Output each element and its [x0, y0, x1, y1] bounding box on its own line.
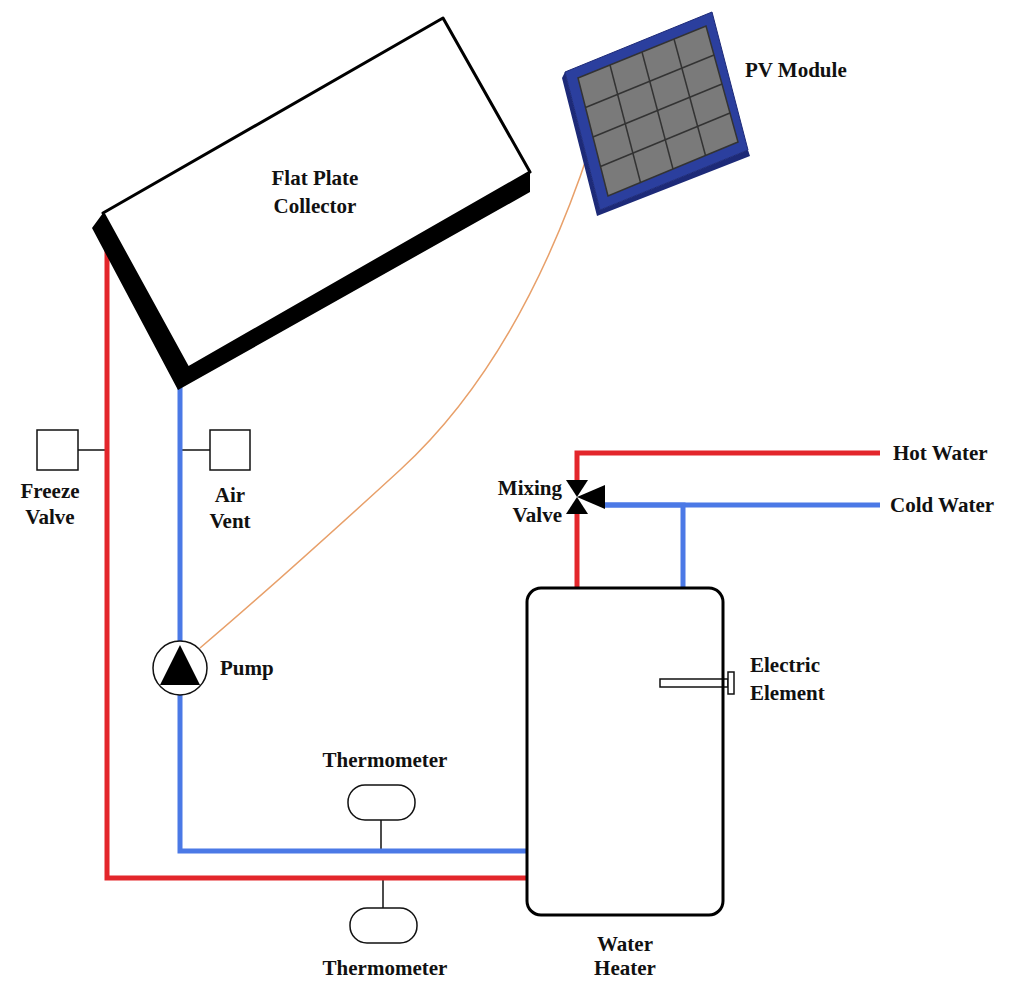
air-vent-box: [210, 430, 250, 470]
air-vent: Air Vent: [195, 428, 265, 533]
thermometer: Thermometer: [300, 745, 470, 825]
thermometer-stub: [382, 880, 384, 908]
pv-module-label: PV Module: [745, 57, 847, 83]
pump: Pump: [150, 638, 280, 698]
mixing-valve-label: Mixing Valve: [470, 475, 562, 529]
pv-module-shape: [550, 8, 860, 218]
thermometer: Thermometer: [300, 905, 470, 983]
pv-grid-line: [674, 39, 706, 156]
pump-triangle: [160, 645, 200, 685]
water-heater: Water Heater: [525, 585, 725, 982]
valve-triangle: [577, 485, 605, 509]
collector-panel-label: Flat Plate Collector: [250, 164, 380, 220]
hot-outlet-pipe: [575, 514, 580, 588]
thermometer-stub: [380, 820, 382, 849]
part-label: Electric Element: [750, 651, 845, 707]
pv-grid-line: [601, 113, 731, 167]
pv-frame: [565, 12, 748, 210]
pipe-label: Cold Water: [890, 492, 994, 518]
pv-module: PV Module: [550, 8, 860, 218]
heater-tank: [527, 588, 723, 915]
freeze-valve-label: Freeze Valve: [5, 478, 95, 530]
pv-grid-line: [593, 84, 722, 137]
air-vent-label: Air Vent: [200, 482, 260, 534]
pv-cells: [578, 26, 738, 196]
cold-supply-pipe: [178, 372, 183, 641]
water-heater-shape: [525, 585, 725, 982]
freeze-valve: Freeze Valve: [5, 428, 95, 533]
pump-label: Pump: [220, 655, 274, 681]
water-heater-label: Water Heater: [580, 932, 670, 980]
cold-inlet-pipe: [605, 505, 683, 588]
freeze-valve-stub: [78, 449, 105, 451]
cold-supply-pipe: [180, 695, 527, 851]
collector-panel: Flat Plate Collector: [90, 18, 535, 393]
pipe-label: Hot Water: [893, 440, 988, 466]
freeze-valve-box: [37, 430, 78, 470]
hot-water-pipe: [577, 453, 880, 481]
collector-face: [103, 18, 530, 368]
electric-element-rod: [660, 679, 728, 687]
air-vent-stub: [182, 449, 210, 451]
pump-circle: [153, 641, 207, 695]
thermometer-body: [348, 785, 415, 820]
electric-element-cap: [728, 672, 734, 694]
mixing-valve: Mixing Valve: [470, 472, 610, 532]
thermometer-label: Thermometer: [300, 955, 470, 981]
thermometer-label: Thermometer: [300, 747, 470, 773]
thermometer-body: [350, 908, 417, 943]
